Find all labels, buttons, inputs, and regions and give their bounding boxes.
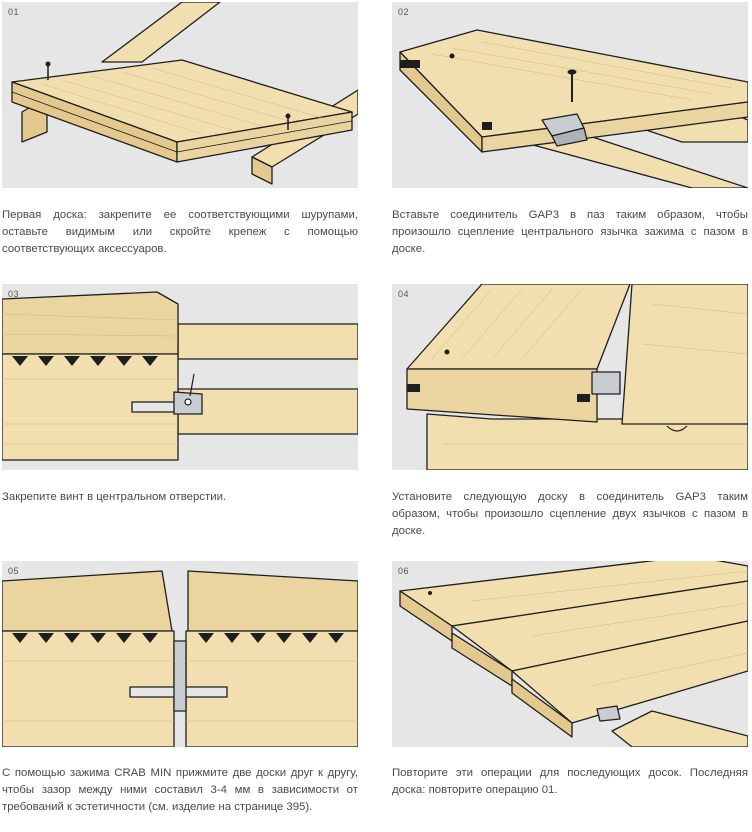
step-number: 01 — [8, 7, 20, 17]
step-illustration-03: 03 — [2, 284, 358, 470]
crab-min-clamp-illustration — [2, 570, 358, 747]
step-number: 02 — [398, 7, 410, 17]
step-number: 03 — [8, 289, 20, 299]
step-caption: Повторите эти операции для последующих д… — [392, 767, 748, 796]
step-number: 04 — [398, 289, 410, 299]
next-board-illustration — [406, 284, 748, 470]
step-illustration-06: 06 — [392, 561, 748, 747]
step-illustration-02: 02 — [392, 2, 748, 188]
step-illustration-04: 04 — [392, 284, 748, 470]
repeat-boards-illustration — [399, 561, 748, 747]
step-caption: Установите следующую доску в соединитель… — [392, 491, 748, 537]
step-caption: С помощью зажима CRAB MIN прижмите две д… — [2, 767, 358, 813]
gap3-insert-illustration — [399, 29, 748, 188]
screw-fix-illustration — [2, 291, 358, 461]
step-number: 05 — [8, 566, 20, 576]
step-caption: Закрепите винт в центральном отверстии. — [2, 491, 227, 503]
step-number: 06 — [398, 566, 410, 576]
step-illustration-05: 05 — [2, 561, 358, 747]
step-illustration-01: 01 — [2, 2, 358, 188]
board-first-illustration — [11, 2, 358, 185]
step-caption: Первая доска: закрепите ее соответствующ… — [2, 209, 358, 255]
step-caption: Вставьте соединитель GAP3 в паз таким об… — [392, 209, 748, 255]
